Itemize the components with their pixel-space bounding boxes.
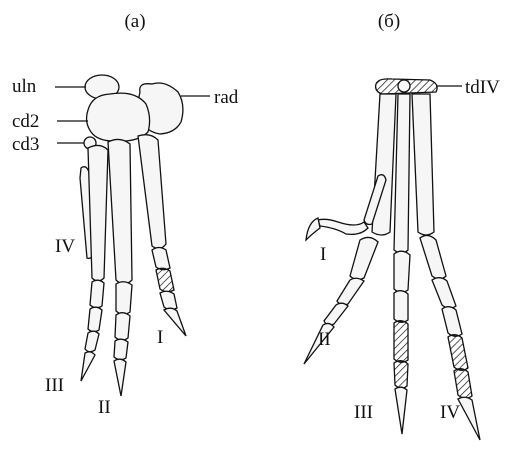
cd2-bone [87,93,150,141]
label-cd2: cd2 [12,111,39,132]
caption-a: (а) [124,11,145,32]
label-digit-iv-b: IV [440,402,460,423]
label-uln: uln [12,76,37,97]
metacarpal-i-a [138,135,166,249]
panel-b: (б) [304,11,500,440]
digit-ii-b [304,237,378,364]
label-digit-iv-a: IV [55,236,75,257]
digit-i-a [152,248,186,337]
label-rad: rad [214,87,239,108]
metacarpal-ii-a [108,139,132,284]
digit-iii-a [81,280,104,381]
label-digit-iii-b: III [354,402,373,423]
digit-iii-b [394,251,410,434]
label-digit-iii-a: III [45,375,64,396]
label-digit-ii-b: II [318,329,331,350]
metacarpal-iii-a [88,145,108,281]
metatarsals-b [372,94,434,253]
caption-b: (б) [378,11,400,32]
label-cd3: cd3 [12,134,39,155]
metatarsal-iv-b [412,94,434,235]
carpals-a [84,75,183,149]
label-tdiv: tdIV [465,77,500,98]
label-digit-ii-a: II [98,397,111,418]
panel-a: (а) [12,11,239,418]
digit-ii-a [114,282,132,396]
label-digit-i-a: I [157,327,163,348]
metatarsal-iii-b [394,94,410,253]
label-digit-i-b: I [320,244,326,265]
